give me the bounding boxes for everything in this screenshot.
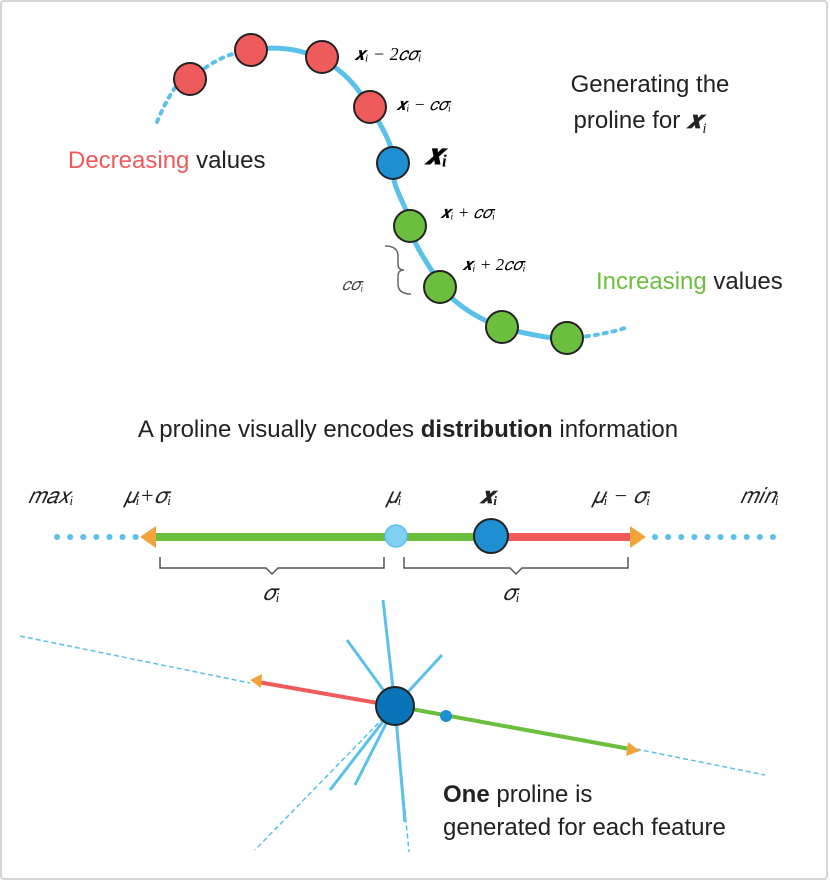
- label-minus-2c-sigma: 𝒙ᵢ − 2𝑐𝜎ᵢ: [354, 44, 422, 64]
- label-mu-plus-sigma: 𝜇ᵢ+𝜎ᵢ: [122, 483, 172, 508]
- proline-dashed-right: [635, 748, 766, 776]
- title-line1: Generating the: [571, 71, 730, 98]
- mu-point: [384, 524, 408, 548]
- node-decreasing-3: [173, 62, 207, 96]
- caption-line2: generated for each feature: [443, 814, 726, 841]
- bottom-right-arrow-head: [626, 742, 640, 756]
- heading-post: information: [553, 416, 678, 443]
- label-sigma-left: 𝜎ᵢ: [263, 580, 280, 605]
- middle-panel: A proline visually encodes distribution …: [28, 416, 788, 605]
- decreasing-rest: values: [189, 147, 265, 174]
- step-bracket: [384, 245, 412, 295]
- node-center-x: [376, 146, 410, 180]
- increasing-rest: values: [707, 268, 783, 295]
- title-var: 𝒙: [686, 108, 707, 134]
- title-line2-text: proline for: [574, 107, 687, 134]
- node-increasing-3: [485, 310, 519, 344]
- curve-tail-end: [566, 326, 627, 340]
- node-decreasing-2: [234, 33, 268, 67]
- increasing-values-label: Increasing values: [596, 268, 783, 295]
- node-minus-c-sigma: [353, 90, 387, 124]
- label-plus-c-sigma: 𝒙ᵢ + 𝑐𝜎ᵢ: [440, 203, 496, 222]
- node-plus-2c-sigma: [423, 270, 457, 304]
- decreasing-word: Decreasing: [68, 147, 189, 174]
- middle-heading: A proline visually encodes distribution …: [138, 416, 678, 443]
- title-sub: i: [702, 121, 706, 137]
- top-panel: 𝒙ᵢ − 2𝑐𝜎ᵢ 𝒙ᵢ − 𝑐𝜎ᵢ 𝒙ᵢ 𝒙ᵢ + 𝑐𝜎ᵢ 𝒙ᵢ + 2𝑐𝜎ᵢ…: [68, 33, 783, 355]
- node-plus-c-sigma: [393, 209, 427, 243]
- heading-pre: A proline visually encodes: [138, 416, 421, 443]
- left-arrow-head: [140, 526, 156, 548]
- spoke-dashed-down-left: [254, 705, 396, 851]
- label-step-c-sigma: 𝑐𝜎ᵢ: [342, 275, 365, 294]
- bottom-mu-point: [440, 710, 452, 722]
- curve-tail-start: [155, 83, 179, 124]
- label-center-x: 𝒙ᵢ: [424, 140, 449, 171]
- caption-rest1: proline is: [490, 781, 593, 808]
- right-arrow-head: [630, 526, 646, 548]
- bottom-green-segment: [394, 704, 631, 751]
- title-line2: proline for 𝒙i: [574, 107, 707, 137]
- label-sigma-right: 𝜎ᵢ: [503, 580, 520, 605]
- x-point: [473, 518, 509, 554]
- proline-dashed-left: [19, 635, 251, 684]
- bottom-panel: One proline is generated for each featur…: [19, 599, 766, 853]
- node-increasing-4: [550, 321, 584, 355]
- caption-bold: One: [443, 781, 490, 808]
- label-plus-2c-sigma: 𝒙ᵢ + 2𝑐𝜎ᵢ: [462, 255, 527, 274]
- heading-bold: distribution: [421, 416, 553, 443]
- spoke-dashed-down: [394, 705, 410, 853]
- caption-line1: One proline is: [443, 781, 592, 808]
- bottom-x-point: [375, 686, 415, 726]
- label-mu-minus-sigma: 𝜇ᵢ − 𝜎ᵢ: [590, 483, 651, 508]
- label-minus-c-sigma: 𝒙ᵢ − 𝑐𝜎ᵢ: [396, 95, 452, 114]
- node-minus-2c-sigma: [305, 40, 339, 74]
- bottom-red-segment: [257, 680, 396, 708]
- label-max: 𝑚𝑎𝑥ᵢ: [28, 483, 74, 508]
- label-x: 𝒙ᵢ: [479, 483, 499, 508]
- decreasing-values-label: Decreasing values: [68, 147, 265, 174]
- label-mu: 𝜇ᵢ: [384, 483, 402, 508]
- sigma-brace-left: [159, 557, 385, 576]
- sigma-brace-right: [403, 557, 629, 576]
- label-min: 𝑚𝑖𝑛ᵢ: [740, 483, 779, 508]
- bottom-left-arrow-head: [250, 674, 262, 688]
- increasing-word: Increasing: [596, 268, 707, 295]
